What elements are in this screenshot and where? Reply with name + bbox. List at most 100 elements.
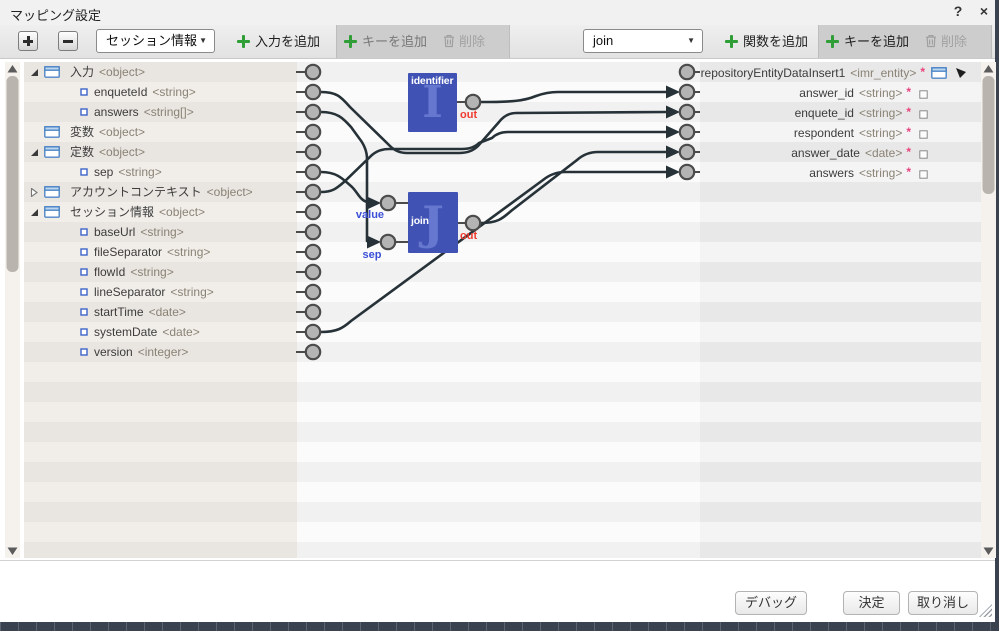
tree-item-name: 変数 [70,125,95,139]
tree-item-name: lineSeparator [94,285,166,299]
function-select[interactable]: join ▼ [583,29,703,53]
output-field-type: <string> [858,166,903,180]
output-field-repositoryEntityDataInsert1[interactable]: repositoryEntityDataInsert1<imr_entity>* [700,62,981,82]
output-field-answer_id[interactable]: answer_id<string>* [700,82,981,102]
canvas-stripe [700,482,981,502]
key-checkbox[interactable] [919,130,928,139]
left-scroll-up-arrow[interactable] [7,65,18,73]
identifier-node-label: identifier [411,75,454,87]
function-node-identifier[interactable]: I identifier [408,73,457,132]
output-field-type: <string> [858,106,903,120]
cancel-button[interactable]: 取り消し [908,591,978,615]
right-add-key-button[interactable]: キーを追加 [826,31,909,53]
tree-item-baseUrl[interactable]: baseUrl<string> [24,222,297,242]
tree-item-enqueteId[interactable]: enqueteId<string> [24,82,297,102]
left-delete-button: 削除 [443,31,485,53]
canvas-stripe [297,342,700,362]
canvas-stripe [700,122,981,142]
tree-item-flowId[interactable]: flowId<string> [24,262,297,282]
canvas-stripe [297,302,700,322]
tree-item-セッション情報[interactable]: セッション情報<object> [24,202,297,222]
right-scroll-down-arrow[interactable] [983,547,994,556]
background-page-edge [0,622,999,631]
source-select-value: セッション情報 [106,33,198,48]
field-bullet-icon [80,348,88,356]
object-folder-icon [44,206,60,218]
output-field-respondent[interactable]: respondent<string>* [700,122,981,142]
key-checkbox[interactable] [919,110,928,119]
tree-item-fileSeparator[interactable]: fileSeparator<string> [24,242,297,262]
tree-collapse-icon[interactable] [30,208,39,217]
canvas-stripe [297,162,700,182]
expand-all-button[interactable] [18,31,38,51]
object-folder-icon [44,126,60,138]
help-icon[interactable]: ? [953,3,963,19]
tree-item-startTime[interactable]: startTime<date> [24,302,297,322]
canvas-stripe [297,402,700,422]
field-bullet-icon [80,228,88,236]
right-scroll-up-arrow[interactable] [983,65,994,73]
add-function-button[interactable]: 関数を追加 [725,31,808,53]
tree-item-systemDate[interactable]: systemDate<date> [24,322,297,342]
tree-item-入力[interactable]: 入力<object> [24,62,297,82]
key-checkbox[interactable] [919,170,928,179]
canvas-stripe [297,362,700,382]
key-checkbox[interactable] [919,150,928,159]
tree-item-version[interactable]: version<integer> [24,342,297,362]
canvas-stripe [700,162,981,182]
tree-item-type: <string> [118,165,162,179]
tree-collapse-icon[interactable] [30,148,39,157]
output-field-name: enquete_id [794,106,854,120]
canvas-stripe [700,322,981,342]
source-select[interactable]: セッション情報 ▼ [96,29,215,53]
join-sep-label: sep [362,249,382,261]
cursor-arrow-icon [956,68,966,78]
canvas-stripe [297,482,700,502]
left-scrollbar-thumb[interactable] [6,76,19,272]
add-input-button[interactable]: 入力を追加 [237,31,320,53]
function-node-join[interactable]: J join [408,192,458,253]
canvas-stripe [297,322,700,342]
tree-item-sep[interactable]: sep<string> [24,162,297,182]
output-field-type: <string> [858,126,903,140]
required-asterisk: * [906,85,911,99]
left-scroll-down-arrow[interactable] [7,547,18,556]
close-icon[interactable]: × [979,3,989,19]
canvas-stripe [297,462,700,482]
left-scrollbar-track[interactable] [5,62,20,558]
canvas-stripe [297,502,700,522]
tree-item-変数[interactable]: 変数<object> [24,122,297,142]
dialog-titlebar: マッピング設定 ? × [0,0,995,26]
left-key-section [336,25,510,58]
tree-collapse-icon[interactable] [30,68,39,77]
tree-item-answers[interactable]: answers<string[]> [24,102,297,122]
trash-icon [926,35,936,48]
tree-item-定数[interactable]: 定数<object> [24,142,297,162]
right-scrollbar-track[interactable] [981,62,996,558]
right-scrollbar-thumb[interactable] [982,76,995,194]
canvas-stripe [24,162,297,182]
debug-button[interactable]: デバッグ [735,591,807,615]
output-field-answers[interactable]: answers<string>* [700,162,981,182]
minus-icon [63,40,73,43]
collapse-all-button[interactable] [58,31,78,51]
tree-expand-icon[interactable] [30,188,39,197]
tree-item-name: 定数 [70,145,95,159]
function-select-value: join [593,33,614,48]
canvas-stripe [700,422,981,442]
canvas-stripe [700,362,981,382]
tree-item-type: <object> [159,205,206,219]
output-field-type: <date> [864,146,903,160]
key-checkbox[interactable] [919,90,928,99]
canvas-stripe [24,422,297,442]
canvas-stripe [700,242,981,262]
plus-icon [344,35,357,48]
canvas-stripe [24,482,297,502]
tree-item-lineSeparator[interactable]: lineSeparator<string> [24,282,297,302]
object-folder-icon [44,186,60,198]
output-field-enquete_id[interactable]: enquete_id<string>* [700,102,981,122]
output-field-answer_date[interactable]: answer_date<date>* [700,142,981,162]
canvas-stripe [24,442,297,462]
ok-button[interactable]: 決定 [843,591,900,615]
tree-item-アカウントコンテキスト[interactable]: アカウントコンテキスト<object> [24,182,297,202]
